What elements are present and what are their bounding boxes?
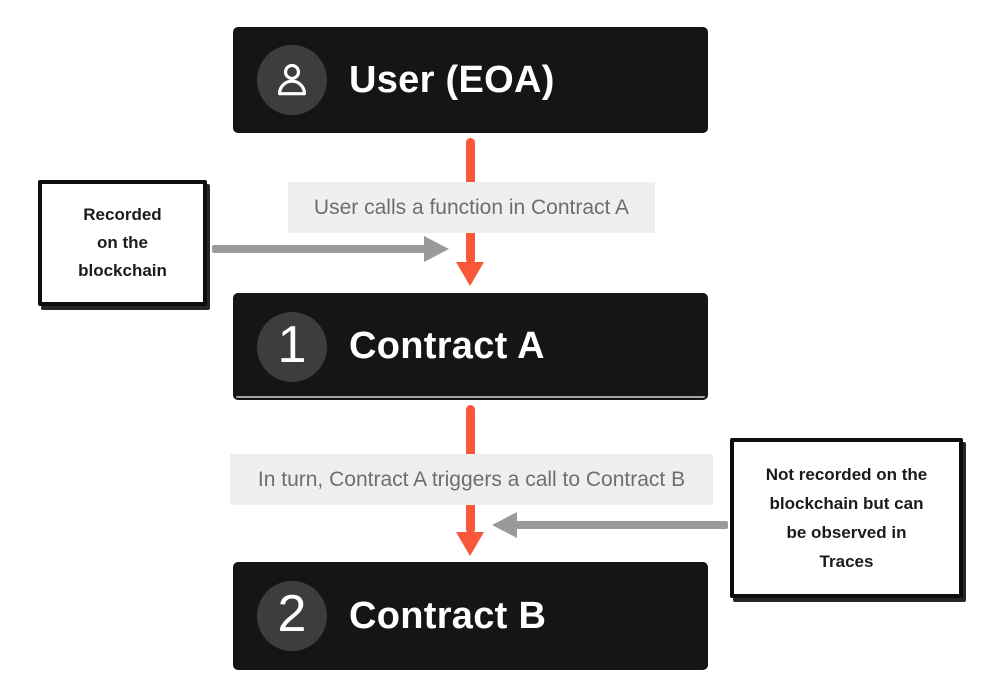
step-number: 2 [277,585,307,643]
node-title: Contract B [349,594,547,637]
node-title: Contract A [349,325,545,367]
node-title: User (EOA) [349,58,555,101]
arrow-not-recorded-note [516,521,728,529]
arrowhead-down-icon [456,262,484,286]
edge-label-contract-call: In turn, Contract A triggers a call to C… [230,454,713,505]
note-not-recorded-traces: Not recorded on the blockchain but can b… [730,438,963,598]
card-bottom-line [236,396,705,398]
note-line: blockchain but can [769,494,924,513]
user-avatar [257,45,327,115]
step-number: 1 [277,315,307,374]
step-badge: 2 [257,581,327,651]
note-line: Not recorded on the [765,465,928,484]
edge-label-user-call: User calls a function in Contract A [288,182,655,233]
note-line: blockchain [78,261,167,280]
arrowhead-left-icon [492,512,517,538]
note-line: Recorded [83,205,162,224]
edge-label-text: In turn, Contract A triggers a call to C… [257,467,686,491]
arrowhead-right-icon [424,236,449,262]
note-line: Traces [819,552,874,571]
arrowhead-down-icon [456,532,484,556]
node-contract-b: 2 Contract B [233,562,708,670]
note-recorded-on-blockchain: Recorded on the blockchain [38,180,207,306]
edge-label-text: User calls a function in Contract A [313,195,630,219]
note-line: be observed in [786,523,907,542]
note-line: on the [97,233,148,252]
arrow-recorded-note [212,245,426,253]
node-contract-a: 1 Contract A [233,293,708,400]
node-user-eoa: User (EOA) [233,27,708,133]
person-icon [278,63,306,96]
step-badge: 1 [257,311,327,382]
